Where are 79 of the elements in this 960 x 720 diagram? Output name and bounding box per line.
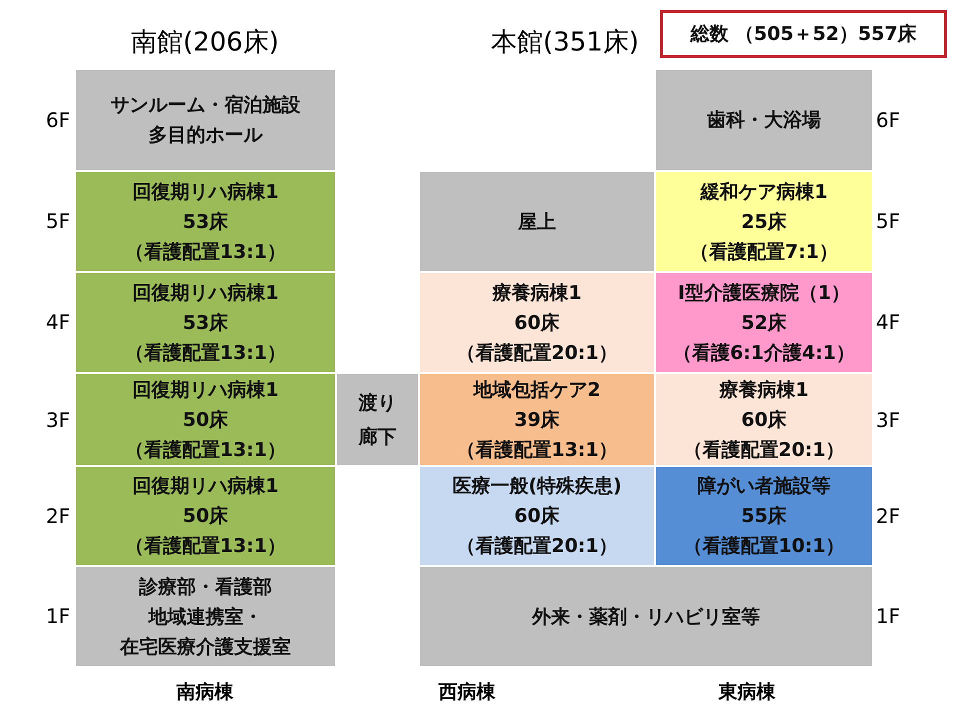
node-text: （看護配置13:1） — [124, 534, 286, 559]
floor-label: 6F — [46, 108, 70, 132]
node-text: 50床 — [182, 504, 228, 529]
node-text: 53床 — [182, 210, 228, 234]
node-text: 52床 — [741, 310, 787, 336]
ward-box — [76, 273, 335, 372]
node-text: 診療部・看護部 — [139, 574, 272, 600]
ward-box — [420, 467, 654, 565]
node-text: 療養病棟1 — [719, 378, 809, 402]
wing-label: 東病棟 — [718, 680, 776, 705]
node-text: 25床 — [741, 210, 787, 234]
ward-box — [656, 374, 872, 465]
floor-area-box — [76, 567, 335, 666]
floor-label: 5F — [46, 209, 70, 233]
node-text: 53床 — [182, 310, 228, 336]
wing-label: 南病棟 — [176, 680, 234, 705]
node-text: 渡り — [358, 390, 396, 416]
node-text: 55床 — [741, 504, 787, 529]
node-text: 60床 — [741, 408, 787, 432]
node-text: 療養病棟1 — [492, 280, 582, 306]
node-text: 回復期リハ病棟1 — [132, 280, 279, 306]
node-text: （看護配置13:1） — [456, 438, 618, 462]
node-text: （看護配置13:1） — [124, 340, 286, 366]
floor-label: 4F — [876, 310, 900, 334]
node-text: 在宅医療介護支援室 — [120, 634, 291, 660]
corridor-box — [337, 374, 418, 465]
node-text: 歯科・大浴場 — [707, 108, 821, 133]
node-text: 回復期リハ病棟1 — [132, 474, 279, 499]
floor-label: 2F — [876, 504, 900, 528]
ward-box — [420, 374, 654, 465]
ward-box — [656, 273, 872, 372]
floor-area-box — [420, 172, 654, 271]
floor-label: 4F — [46, 310, 70, 334]
building-title: 南館(206床) — [131, 26, 279, 60]
node-text: （看護6:1介護4:1） — [672, 340, 856, 366]
floor-area-box — [76, 70, 335, 170]
floor-label: 6F — [876, 108, 900, 132]
node-text: 39床 — [514, 408, 560, 432]
total-beds-box — [660, 10, 947, 58]
node-text: 障がい者施設等 — [698, 474, 830, 499]
node-text: （看護配置13:1） — [124, 438, 286, 462]
ward-box — [76, 172, 335, 271]
node-text: （看護配置20:1） — [456, 340, 618, 366]
floor-label: 5F — [876, 209, 900, 233]
floor-area-box — [420, 567, 872, 666]
node-text: 回復期リハ病棟1 — [132, 378, 279, 402]
node-text: 50床 — [182, 408, 228, 432]
ward-box — [76, 374, 335, 465]
node-text: 地域包括ケア2 — [473, 378, 601, 402]
node-text: 緩和ケア病棟1 — [700, 180, 828, 204]
floor-area-box — [656, 70, 872, 170]
node-text: 60床 — [514, 310, 560, 336]
floor-label: 1F — [46, 604, 70, 628]
floor-label: 2F — [46, 504, 70, 528]
node-text: （看護配置13:1） — [124, 240, 286, 264]
node-text: （看護配置20:1） — [456, 534, 618, 559]
node-text: （看護配置10:1） — [683, 534, 845, 559]
ward-box — [656, 467, 872, 565]
ward-box — [76, 467, 335, 565]
node-text: 総数 （505＋52）557床 — [690, 22, 917, 47]
floor-label: 3F — [46, 408, 70, 432]
node-text: サンルーム・宿泊施設 — [110, 93, 300, 118]
node-text: 60床 — [514, 504, 560, 529]
node-text: （看護配置20:1） — [683, 438, 845, 462]
ward-box — [656, 172, 872, 271]
floor-label: 1F — [876, 604, 900, 628]
node-text: Ⅰ型介護医療院（1） — [678, 280, 850, 306]
building-title: 本館(351床) — [491, 26, 639, 60]
node-text: （看護配置7:1） — [690, 240, 838, 264]
node-text: 多目的ホール — [148, 123, 262, 148]
floor-label: 3F — [876, 408, 900, 432]
node-text: 廊下 — [358, 424, 396, 450]
ward-box — [420, 273, 654, 372]
node-text: 回復期リハ病棟1 — [132, 180, 279, 204]
node-text: 外来・薬剤・リハビリ室等 — [532, 604, 760, 630]
node-text: 医療一般(特殊疾患) — [452, 474, 622, 499]
node-text: 地域連携室・ — [148, 604, 262, 630]
node-text: 屋上 — [518, 210, 556, 234]
wing-label: 西病棟 — [438, 680, 496, 705]
